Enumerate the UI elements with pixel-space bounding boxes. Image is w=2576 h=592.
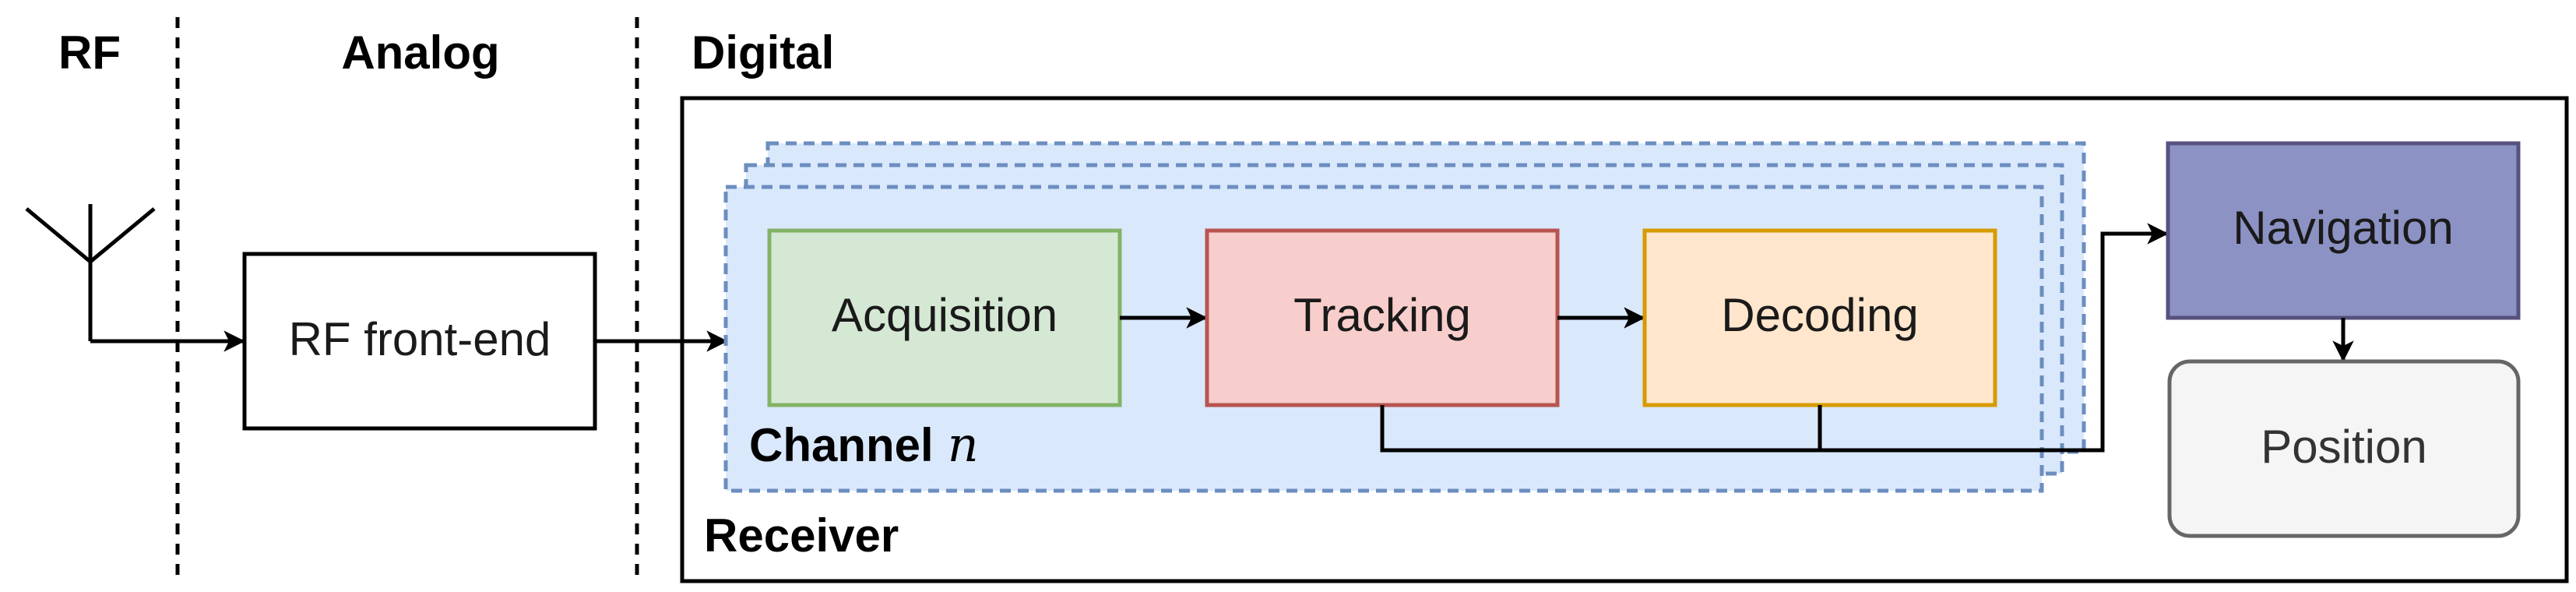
position-block: Position bbox=[2167, 359, 2521, 538]
rf-frontend-block: RF front-end bbox=[242, 252, 597, 431]
antenna-icon bbox=[25, 204, 156, 341]
section-label-digital: Digital bbox=[692, 26, 834, 79]
decoding-label: Decoding bbox=[1721, 289, 1919, 341]
channel-to-navigation-arrow bbox=[1380, 223, 2169, 453]
rf-frontend-label: RF front-end bbox=[289, 313, 551, 365]
navigation-label: Navigation bbox=[2233, 202, 2454, 254]
position-label: Position bbox=[2261, 421, 2426, 473]
section-label-rf: RF bbox=[58, 26, 121, 79]
receiver-label: Receiver bbox=[704, 509, 899, 562]
tracking-label: Tracking bbox=[1293, 289, 1471, 341]
tracking-block: Tracking bbox=[1205, 228, 1560, 407]
acquisition-block: Acquisition bbox=[767, 228, 1122, 407]
receiver-box bbox=[680, 96, 2569, 583]
acquisition-label: Acquisition bbox=[832, 289, 1057, 341]
section-label-analog: Analog bbox=[341, 26, 499, 79]
navigation-block: Navigation bbox=[2166, 141, 2521, 320]
decoding-block: Decoding bbox=[1642, 228, 1997, 407]
